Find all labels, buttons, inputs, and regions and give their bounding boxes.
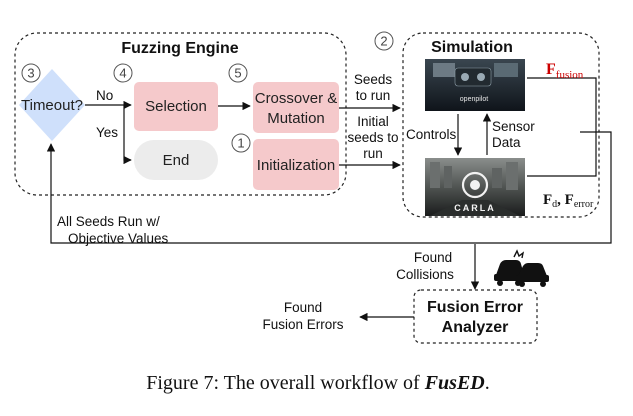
svg-text:Analyzer: Analyzer [442,319,509,336]
step-4-marker: 4 [113,63,133,83]
svg-text:3: 3 [27,66,34,81]
yes-label: Yes [96,125,118,140]
svg-text:Timeout?: Timeout? [21,97,83,114]
step-3-marker: 3 [21,63,41,83]
yes-arrow [123,105,132,165]
f-fusion-line [527,77,597,177]
found-collisions-label-2: Collisions [396,267,454,282]
openpilot-image: openpilot [425,59,525,111]
found-fusion-label-1: Found [284,300,322,315]
f-d-f-error-label: Fd, Ferror [543,192,594,210]
svg-text:1: 1 [237,136,244,151]
svg-text:openpilot: openpilot [460,96,488,103]
svg-text:2: 2 [380,34,387,49]
simulation-container [402,32,600,218]
timeout-decision: Timeout? [19,69,85,141]
svg-text:5: 5 [234,66,241,81]
sensor-label-2: Data [492,135,521,150]
svg-text:Fusion Error: Fusion Error [427,299,523,316]
all-seeds-run-feedback-arrow [46,131,612,244]
svg-text:Selection: Selection [145,98,207,115]
svg-text:4: 4 [119,66,126,81]
simulation-title: Simulation [431,39,513,56]
fuzzing-engine-container [14,32,347,196]
found-collisions-label-1: Found [414,250,452,265]
svg-text:Initialization: Initialization [257,157,335,174]
sensor-label-1: Sensor [492,119,535,134]
car-collision-icon [494,249,549,287]
initial-label-3: run [363,146,383,161]
svg-text:Mutation: Mutation [267,110,325,127]
step-1-marker: 1 [231,133,251,153]
fusion-error-analyzer-box: Fusion Error Analyzer [413,289,538,344]
seeds-label-1: Seeds [354,72,393,87]
initial-label-2: seeds to [347,130,398,145]
found-fusion-label-2: Fusion Errors [262,317,343,332]
step-2-marker: 2 [374,31,394,51]
carla-image: CARLA [425,158,525,216]
fuzzing-engine-title: Fuzzing Engine [121,40,238,57]
all-seeds-label-2: Objective Values [68,231,169,246]
end-box: End [134,140,218,180]
figure-caption: Figure 7: The overall workflow of FusED. [146,372,490,394]
svg-text:CARLA: CARLA [454,203,496,213]
selection-box: Selection [134,82,218,131]
initial-label-1: Initial [357,114,389,129]
svg-text:Crossover &: Crossover & [255,90,338,107]
step-5-marker: 5 [228,63,248,83]
initialization-box: Initialization [253,139,339,190]
seeds-label-2: to run [356,88,391,103]
crossover-mutation-box: Crossover & Mutation [253,82,339,133]
f-fusion-label: Ffusion [546,61,584,81]
no-label: No [96,88,113,103]
controls-label: Controls [406,127,457,142]
svg-text:End: End [163,152,190,169]
all-seeds-label-1: All Seeds Run w/ [57,214,160,229]
